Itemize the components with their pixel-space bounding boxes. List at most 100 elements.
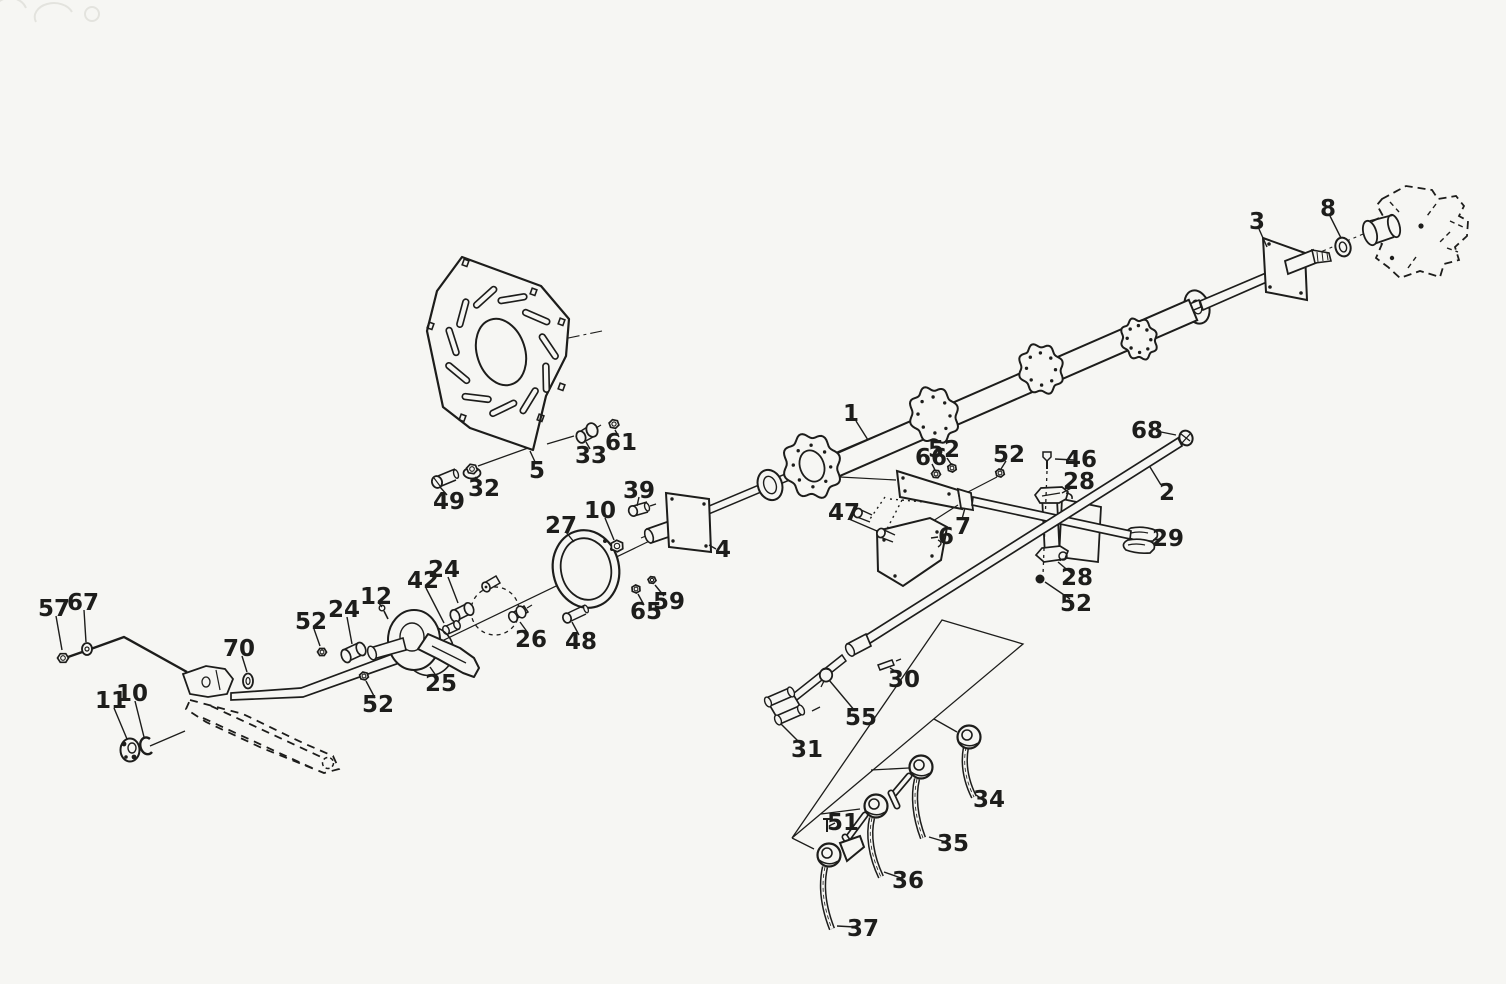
bolt-39: [627, 501, 657, 517]
part-label-70: 70: [223, 636, 255, 673]
part-label-61: 61: [605, 429, 637, 456]
part-label-46: 46: [1054, 447, 1097, 473]
tine-36: [841, 793, 889, 879]
svg-text:28: 28: [1061, 565, 1093, 591]
svg-text:52: 52: [1060, 591, 1092, 617]
part-label-36: 36: [883, 868, 924, 894]
clip-68: [1178, 429, 1194, 447]
rod-2-end-sleeve: [844, 632, 873, 658]
bolts-47: [853, 507, 896, 543]
nut-52-black: [1035, 574, 1045, 584]
plate-5-center-hole: [474, 317, 528, 387]
hub-bore: [366, 636, 407, 661]
bushing-24-lower: [340, 641, 367, 664]
svg-text:28: 28: [1063, 469, 1095, 495]
scalloped-flange: [1018, 343, 1064, 395]
part-label-67: 67: [67, 590, 99, 643]
part-label-52: 52: [993, 442, 1025, 470]
bushing-33: [575, 422, 602, 444]
hex-nut: [646, 575, 658, 585]
hidden-arm: [184, 698, 341, 774]
svg-text:8: 8: [1320, 196, 1336, 222]
spring-tines: [816, 724, 982, 931]
svg-text:39: 39: [623, 478, 655, 504]
svg-text:24: 24: [428, 557, 460, 583]
part-label-24: 24: [328, 597, 360, 645]
stud-26: [507, 604, 533, 623]
part-label-37: 37: [836, 916, 879, 942]
svg-text:25: 25: [425, 671, 457, 697]
svg-text:6: 6: [938, 524, 954, 550]
svg-text:52: 52: [295, 609, 327, 635]
washer-10-left: [139, 736, 153, 756]
part-label-26: 26: [515, 621, 547, 653]
part-label-32: 32: [468, 476, 500, 502]
part-label-4: 4: [708, 537, 731, 563]
hub-cluster: [230, 574, 533, 701]
leader-33-plate5: [546, 435, 575, 445]
svg-text:52: 52: [362, 692, 394, 718]
svg-text:32: 32: [468, 476, 500, 502]
svg-text:42: 42: [407, 568, 439, 594]
part-label-49: 49: [433, 486, 465, 515]
leader-32-plate5: [477, 447, 529, 467]
leader-52-rod: [967, 476, 998, 493]
bolt-12: [378, 604, 389, 620]
svg-text:24: 24: [328, 597, 360, 623]
hex-nuts: [56, 418, 1006, 681]
svg-text:27: 27: [545, 513, 577, 539]
part-label-1: 1: [843, 401, 869, 441]
scalloped-flange: [1120, 317, 1158, 361]
svg-text:51: 51: [827, 810, 859, 836]
ball-joint-55: [818, 667, 834, 688]
part-label-24: 24: [428, 557, 460, 604]
gearbox-housing: [1361, 185, 1469, 280]
part-label-59: 59: [653, 584, 685, 615]
scalloped-flange: [782, 433, 842, 499]
tine-35: [887, 754, 934, 840]
scalloped-flange: [908, 386, 960, 444]
spacer-ring: [756, 468, 784, 502]
svg-text:68: 68: [1131, 418, 1163, 444]
part-label-11: 11: [95, 688, 128, 740]
svg-text:4: 4: [715, 537, 731, 563]
part-label-66: 66: [915, 445, 947, 471]
part-label-10: 10: [584, 498, 616, 541]
hex-nut: [946, 463, 958, 473]
part-label-52: 52: [295, 609, 327, 647]
pin-51: [823, 818, 832, 832]
hex-nut: [610, 539, 624, 553]
part-label-28: 28: [1057, 561, 1093, 591]
svg-text:29: 29: [1152, 526, 1184, 552]
svg-text:3: 3: [1249, 209, 1265, 235]
part-label-48: 48: [565, 621, 597, 655]
part-label-47: 47: [828, 500, 878, 532]
svg-text:59: 59: [653, 589, 685, 615]
svg-text:67: 67: [67, 590, 99, 616]
part-label-6: 6: [930, 524, 954, 550]
plate-5-corner-holes: [426, 258, 566, 423]
bushing-24-upper: [449, 601, 475, 624]
washer-70: [242, 672, 254, 690]
gearbox-input-boss: [1361, 213, 1402, 247]
clamp-28-bottom: [1034, 545, 1070, 563]
clamp-29: [1122, 526, 1159, 555]
leader-plate6-arm: [932, 504, 959, 522]
svg-text:30: 30: [888, 667, 920, 693]
hex-nut: [631, 584, 641, 594]
part-label-8: 8: [1320, 196, 1342, 239]
pin-30: [877, 658, 902, 671]
svg-text:26: 26: [515, 627, 547, 653]
grommet-11: [119, 737, 141, 763]
mounting-plate-5: [425, 255, 571, 452]
part-label-35: 35: [928, 831, 969, 857]
bearing-plate-3: [1261, 236, 1332, 302]
part-label-52: 52: [362, 680, 394, 718]
svg-text:10: 10: [116, 681, 148, 707]
plate-6: [875, 516, 949, 588]
part-label-33: 33: [575, 441, 607, 469]
part-label-5: 5: [529, 450, 545, 484]
svg-text:52: 52: [993, 442, 1025, 468]
